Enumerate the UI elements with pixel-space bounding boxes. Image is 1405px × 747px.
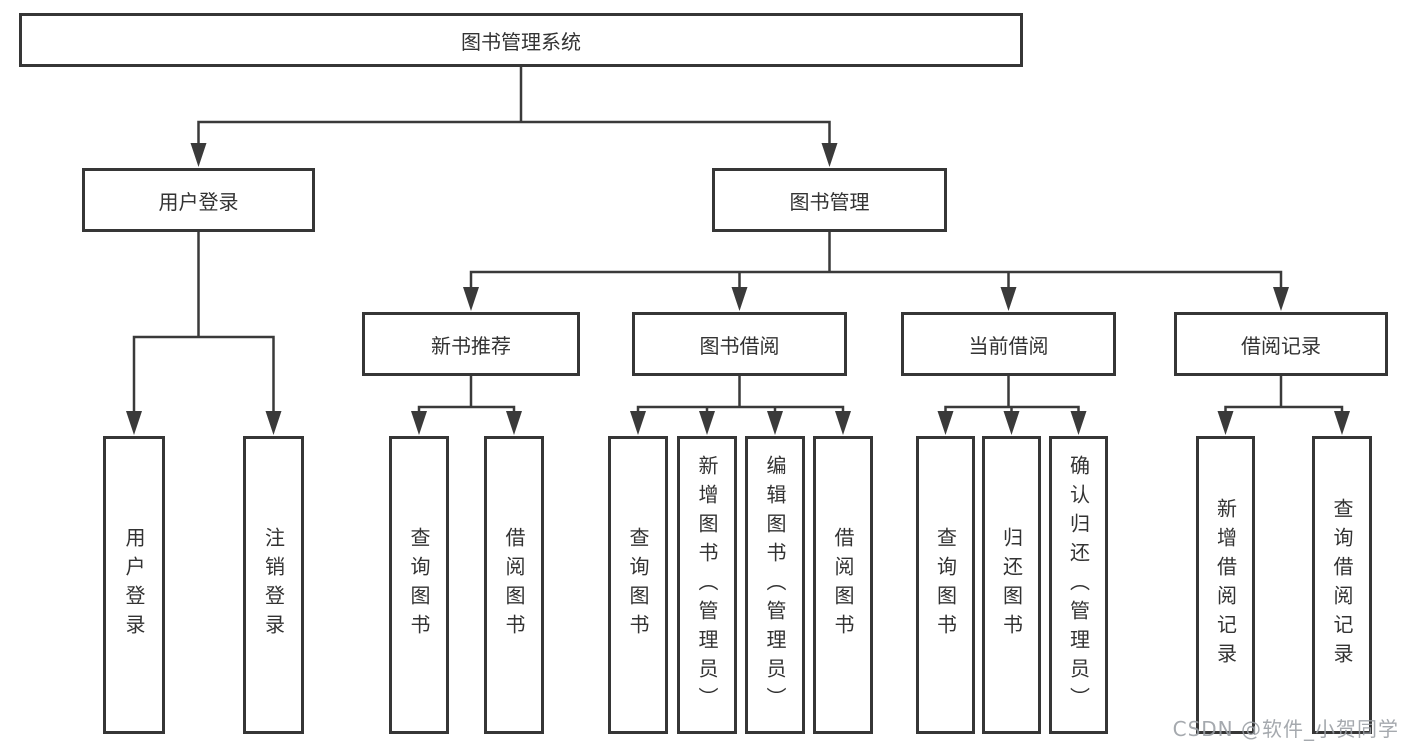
node-new-book-recommend: 新书推荐: [362, 312, 580, 376]
arrowhead: [699, 411, 715, 435]
arrowhead: [1003, 411, 1020, 435]
arrowhead: [821, 143, 838, 167]
arrowhead: [731, 287, 748, 311]
arrowhead: [190, 143, 207, 167]
leaf-borrow-book-recommend: 借阅图书: [484, 436, 544, 734]
arrowhead: [265, 411, 282, 435]
leaf-query-book-recommend: 查询图书: [389, 436, 449, 734]
leaf-user-login: 用户登录: [103, 436, 165, 734]
arrowhead: [411, 411, 427, 435]
leaf-add-book-admin: 新增图书（管理员）: [677, 436, 737, 734]
leaf-logout: 注销登录: [243, 436, 304, 734]
arrowhead: [1000, 287, 1017, 311]
arrowhead: [126, 411, 142, 435]
arrowhead: [1334, 411, 1350, 435]
arrowhead: [463, 287, 479, 311]
leaf-query-book-current: 查询图书: [916, 436, 975, 734]
csdn-watermark: CSDN @软件_小贺同学: [1172, 717, 1399, 741]
leaf-borrow-book: 借阅图书: [813, 436, 873, 734]
arrowhead: [630, 411, 646, 435]
arrowhead: [1070, 411, 1087, 435]
arrowhead: [835, 411, 851, 435]
leaf-return-book: 归还图书: [982, 436, 1041, 734]
node-root-library-system: 图书管理系统: [19, 13, 1023, 67]
arrowheads: [126, 143, 1350, 435]
arrowhead: [1217, 411, 1234, 435]
node-current-borrow: 当前借阅: [901, 312, 1116, 376]
arrowhead: [937, 411, 954, 435]
arrowhead: [506, 411, 522, 435]
arrowhead: [767, 411, 783, 435]
leaf-confirm-return-admin: 确认归还（管理员）: [1049, 436, 1108, 734]
node-book-management: 图书管理: [712, 168, 947, 232]
node-borrow-records: 借阅记录: [1174, 312, 1388, 376]
leaf-query-borrow-record: 查询借阅记录: [1312, 436, 1372, 734]
node-book-borrow: 图书借阅: [632, 312, 847, 376]
arrowhead: [1273, 287, 1289, 311]
leaf-query-book-borrow: 查询图书: [608, 436, 668, 734]
leaf-add-borrow-record: 新增借阅记录: [1196, 436, 1255, 734]
leaf-edit-book-admin: 编辑图书（管理员）: [745, 436, 805, 734]
node-user-login: 用户登录: [82, 168, 315, 232]
